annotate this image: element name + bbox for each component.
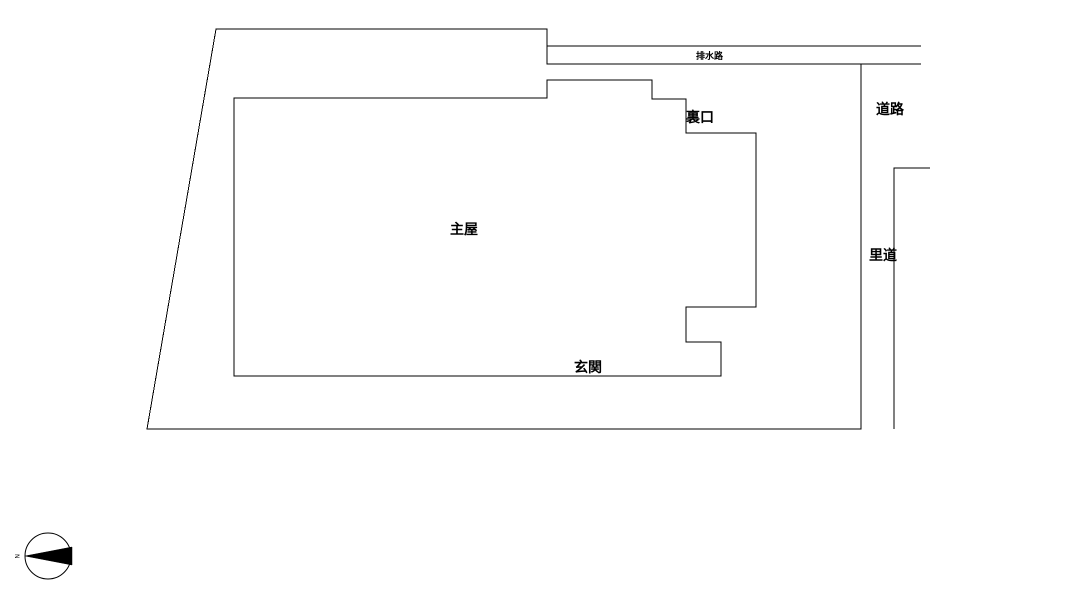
drainage-label: 排水路: [696, 50, 724, 62]
north-arrow-icon: N: [13, 532, 73, 580]
lot-boundary: [146, 28, 862, 430]
front-entrance-label: 玄関: [574, 359, 602, 376]
village-road-edge: [893, 167, 930, 429]
main-house-outline: [233, 79, 757, 377]
road-label: 道路: [876, 101, 905, 118]
compass-north-letter: N: [13, 554, 20, 559]
main-house-label: 主屋: [450, 221, 478, 238]
village-road-label: 里道: [869, 247, 897, 264]
back-entrance-label: 裏口: [685, 109, 714, 126]
